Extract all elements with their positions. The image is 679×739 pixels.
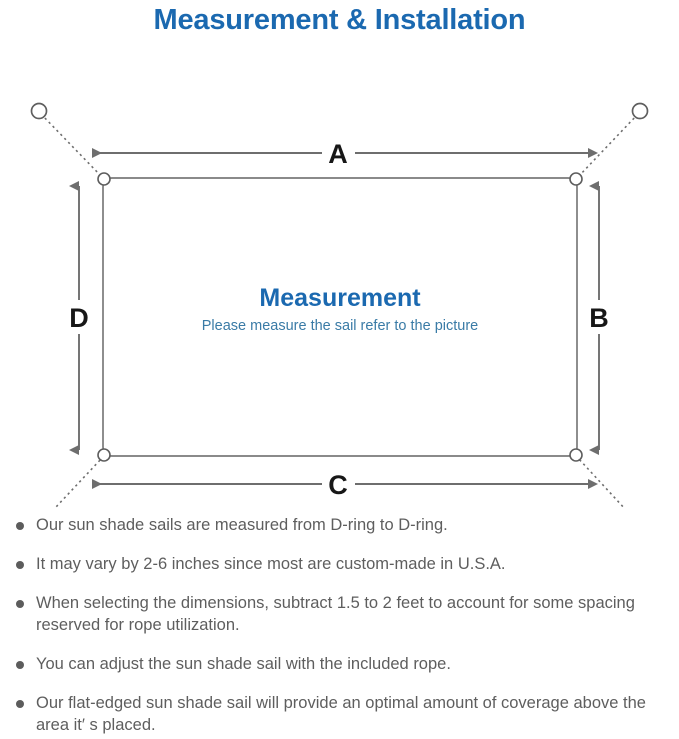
anchor-circle-icon-top-right	[631, 102, 649, 120]
list-item: Our sun shade sails are measured from D-…	[14, 514, 665, 536]
notes-list: Our sun shade sails are measured from D-…	[0, 508, 679, 736]
anchor-circle-icon-top-left	[30, 102, 48, 120]
bullet-icon	[16, 561, 24, 569]
sail-rectangle	[102, 177, 578, 457]
list-item: When selecting the dimensions, subtract …	[14, 592, 665, 636]
sail-title: Measurement	[259, 284, 421, 312]
d-ring-icon-bottom-right	[569, 448, 583, 462]
d-ring-icon-top-right	[569, 172, 583, 186]
sail-subtitle: Please measure the sail refer to the pic…	[202, 318, 478, 334]
note-text: You can adjust the sun shade sail with t…	[36, 655, 451, 673]
dimension-label-b: B	[589, 303, 609, 333]
measurement-diagram: Measurement Please measure the sail refe…	[0, 38, 679, 508]
d-ring-icon-bottom-left	[97, 448, 111, 462]
d-rings	[97, 172, 583, 462]
rope-lines	[40, 113, 639, 508]
note-text: Our sun shade sails are measured from D-…	[36, 516, 448, 534]
note-text: When selecting the dimensions, subtract …	[36, 594, 635, 634]
dotted-rope-line-bottom-right	[577, 457, 626, 508]
list-item: It may vary by 2-6 inches since most are…	[14, 553, 665, 575]
dimension-label-c: C	[328, 470, 348, 500]
dimension-label-d: D	[69, 303, 89, 333]
list-item: Our flat-edged sun shade sail will provi…	[14, 692, 665, 736]
list-item: You can adjust the sun shade sail with t…	[14, 653, 665, 675]
page-title: Measurement & Installation	[153, 4, 526, 36]
d-ring-icon-top-left	[97, 172, 111, 186]
diagram-svg: Measurement Please measure the sail refe…	[30, 102, 649, 508]
dotted-rope-line-bottom-left	[53, 457, 103, 508]
bullet-icon	[16, 661, 24, 669]
bullet-icon	[16, 600, 24, 608]
bullet-icon	[16, 700, 24, 708]
bullet-icon	[16, 522, 24, 530]
anchor-points	[30, 102, 649, 120]
note-text: It may vary by 2-6 inches since most are…	[36, 555, 506, 573]
note-text: Our flat-edged sun shade sail will provi…	[36, 694, 646, 734]
dotted-rope-line-top-left	[40, 113, 103, 178]
dimension-label-a: A	[328, 139, 348, 169]
dotted-rope-line-top-right	[577, 113, 639, 178]
